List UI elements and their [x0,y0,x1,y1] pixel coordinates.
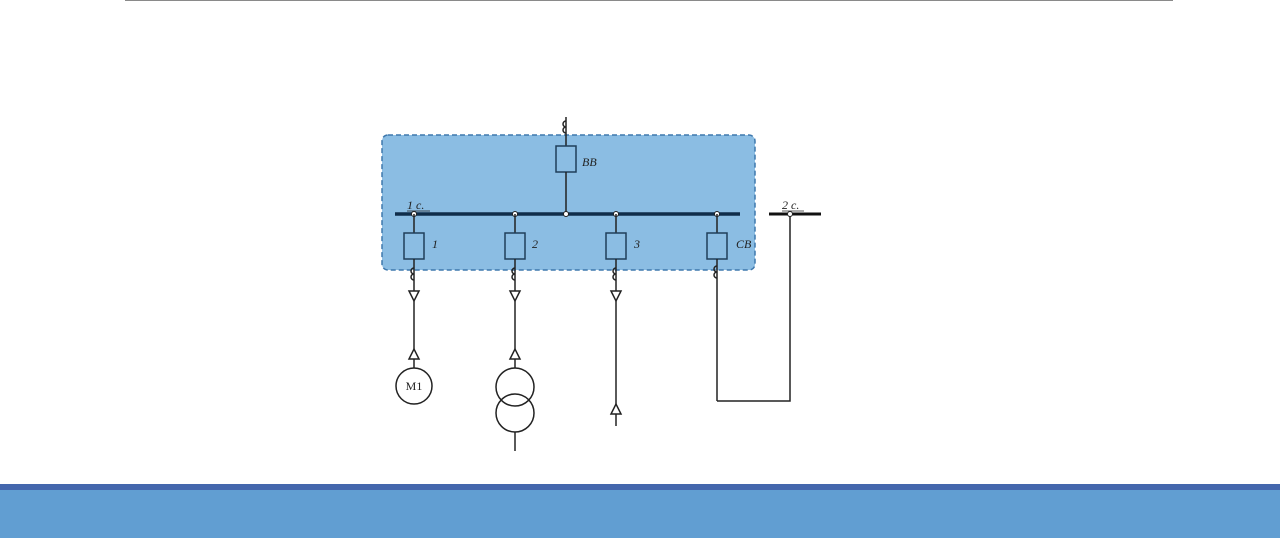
feeder-3-label: 3 [633,237,640,251]
feeder-2-label: 2 [532,237,538,251]
cable-end-down-icon [508,290,522,303]
cable-end-down-icon [407,290,421,303]
switchgear-single-line-diagram: ВВ 1 с. 1 М1 2 [381,117,821,451]
switchgear-highlight-area [381,134,756,271]
sectional-breaker-label: СВ [736,237,752,251]
transformer-primary-winding-icon [495,367,535,407]
motor-icon [395,367,433,405]
current-transformer-icon [410,267,415,281]
current-transformer-icon [713,265,718,279]
transformer-secondary-winding-icon [495,393,535,433]
feeder-1-motor [395,214,433,405]
feeder-3-line [605,214,627,426]
bus-section-2-label: 2 с. [782,198,799,212]
footer-band [0,484,1280,538]
current-transformer-icon [612,267,617,281]
cable-end-up-icon [508,347,522,360]
cable-end-up-icon [609,402,623,415]
cable-end-down-icon [609,290,623,303]
incoming-feeder [555,117,577,214]
footer-stripe [0,484,1280,490]
bus-nodes [411,211,720,217]
current-transformer-icon [511,267,516,281]
motor-label: М1 [406,379,423,393]
sectional-breaker-tie [706,214,791,402]
bus-section-1-label: 1 с. [407,198,424,212]
cable-end-up-icon [407,347,421,360]
input-breaker-label: ВВ [582,155,597,169]
bus-section-2-node [787,211,793,217]
feeder-1-label: 1 [432,237,438,251]
feeder-2-transformer [495,214,535,451]
top-divider [125,0,1173,1]
current-transformer-icon [562,120,567,134]
